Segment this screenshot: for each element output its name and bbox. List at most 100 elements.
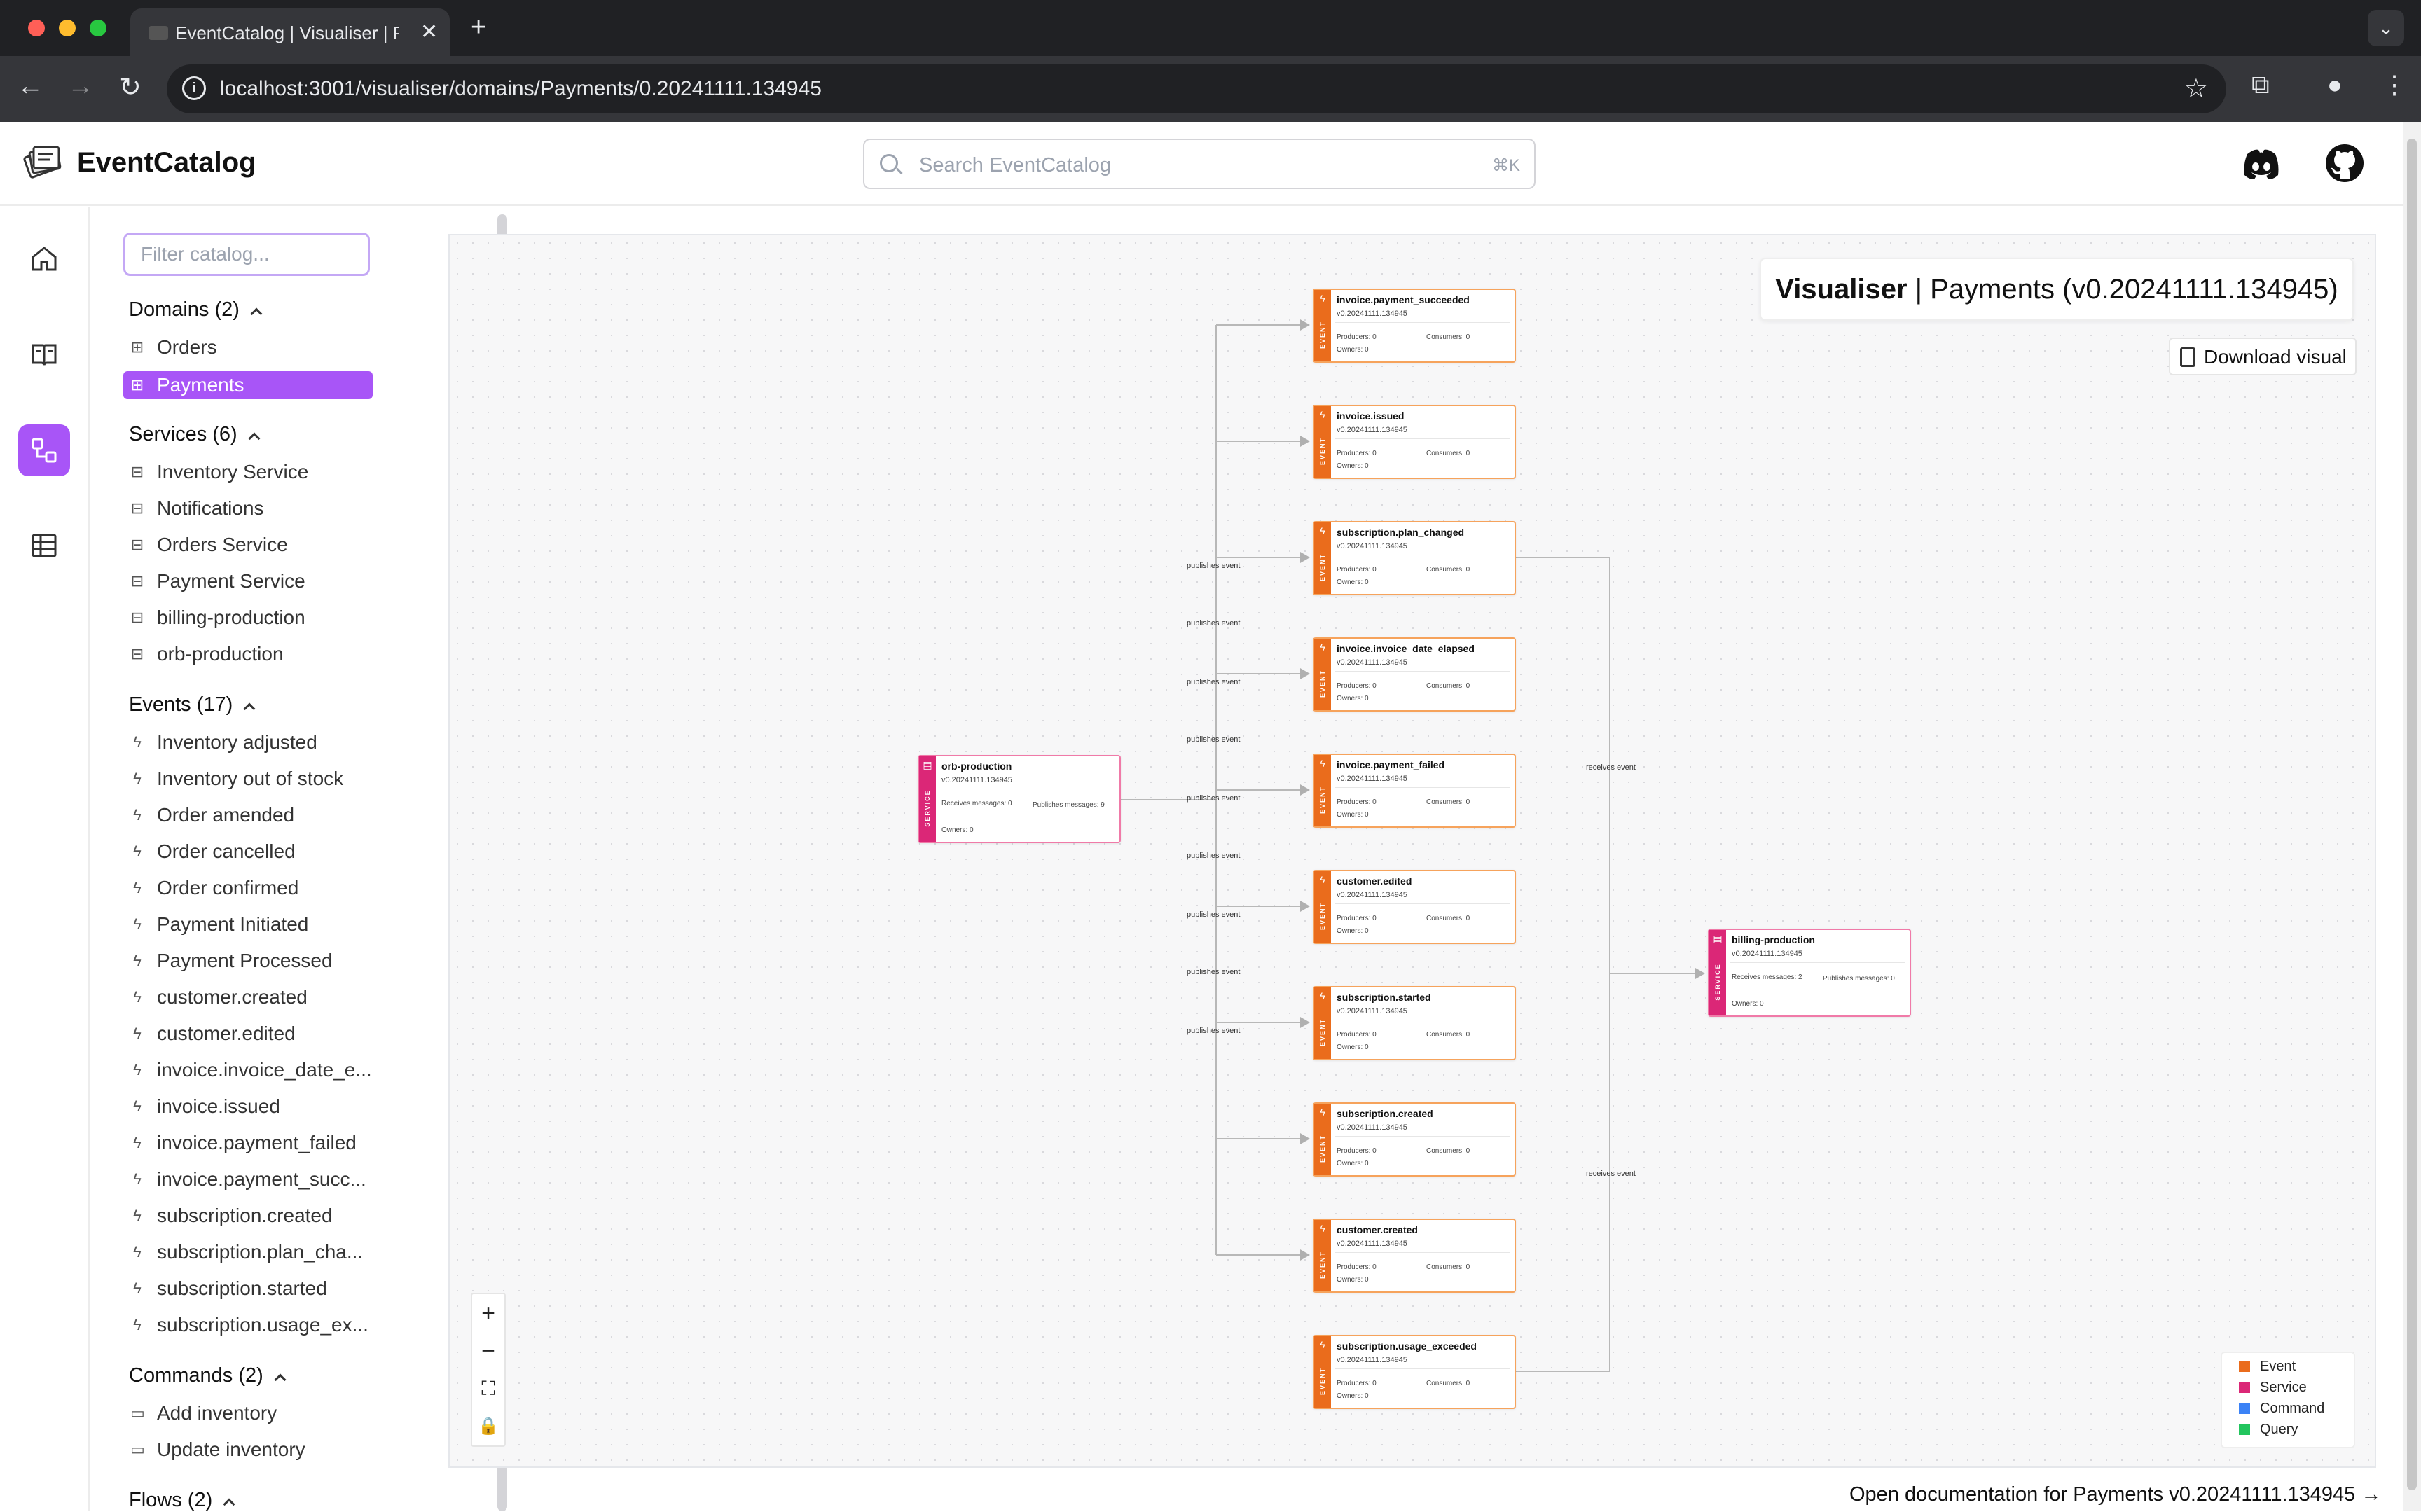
sidebar-item-command[interactable]: ▭Update inventory	[130, 1438, 305, 1460]
event-node-owners: Owners: 0	[1337, 1043, 1369, 1051]
tab-search-icon[interactable]: ⌄	[2368, 10, 2404, 46]
flows-section-header[interactable]: Flows (2)	[129, 1489, 235, 1512]
address-bar[interactable]: i localhost:3001/visualiser/domains/Paym…	[167, 64, 2226, 113]
docs-icon	[32, 344, 57, 366]
sidebar-item-orders-domain[interactable]: ⊞Orders	[130, 336, 217, 358]
service-icon: ⊟	[130, 645, 144, 663]
bolt-icon: ϟ	[1320, 1223, 1325, 1234]
address-url[interactable]: localhost:3001/visualiser/domains/Paymen…	[220, 77, 822, 100]
event-node-title: customer.created	[1337, 1224, 1418, 1235]
rail-docs-button[interactable]	[18, 328, 70, 380]
event-node-owners: Owners: 0	[1337, 927, 1369, 935]
back-arrow-icon[interactable]: ←	[17, 71, 43, 101]
sidebar-item-service[interactable]: ⊟orb-production	[130, 643, 284, 665]
eventcatalog-logo-icon[interactable]	[22, 141, 63, 182]
window-minimize-button[interactable]	[59, 20, 76, 36]
window-maximize-button[interactable]	[90, 20, 106, 36]
search-input[interactable]: Search EventCatalog ⌘K	[863, 139, 1536, 189]
reload-icon[interactable]: ↻	[119, 73, 142, 102]
home-icon	[32, 247, 57, 271]
event-bolt-icon: ϟ	[133, 879, 142, 896]
event-node-consumers: Consumers: 0	[1426, 1147, 1470, 1155]
new-tab-icon[interactable]: +	[471, 13, 487, 42]
bolt-icon: ϟ	[1320, 641, 1325, 653]
lock-icon[interactable]: 🔒	[478, 1417, 499, 1436]
sidebar-item-service[interactable]: ⊟Payment Service	[130, 570, 305, 592]
tab-close-icon[interactable]: ✕	[420, 20, 439, 43]
filter-catalog-input[interactable]	[123, 233, 370, 276]
browser-tab-active[interactable]: EventCatalog | Visualiser | Payments ✕	[130, 8, 450, 56]
commands-section-header[interactable]: Commands (2)	[129, 1364, 287, 1387]
extensions-icon[interactable]: ⧉	[2251, 70, 2270, 99]
sidebar-item-service[interactable]: ⊟Notifications	[130, 497, 264, 519]
github-icon[interactable]	[2324, 143, 2365, 183]
flow-edge	[1516, 557, 1610, 1372]
rail-home-button[interactable]	[18, 233, 70, 284]
domains-section-header[interactable]: Domains (2)	[129, 298, 263, 321]
brand-name[interactable]: EventCatalog	[77, 147, 256, 178]
profile-icon[interactable]: ●	[2327, 70, 2343, 99]
rail-table-button[interactable]	[18, 520, 70, 571]
edge-label-receives: receives event	[1586, 763, 1636, 772]
sidebar-item-payments-domain[interactable]: ⊞Payments	[123, 371, 373, 399]
event-node-consumers: Consumers: 0	[1426, 682, 1470, 690]
fit-view-icon[interactable]: ⛶	[481, 1378, 495, 1399]
sidebar-item-service[interactable]: ⊟Orders Service	[130, 534, 288, 555]
service-node-version: v0.20241111.134945	[1732, 950, 1802, 958]
events-section-header[interactable]: Events (17)	[129, 693, 256, 716]
sidebar-item-command[interactable]: ▭Add inventory	[130, 1402, 277, 1424]
zoom-in-icon[interactable]: +	[481, 1300, 495, 1326]
edge-arrowhead	[1300, 668, 1310, 679]
bookmark-star-icon[interactable]: ☆	[2184, 74, 2208, 104]
discord-icon[interactable]	[2242, 146, 2281, 182]
sidebar-item-service[interactable]: ⊟Inventory Service	[130, 461, 309, 483]
sidebar-item-service[interactable]: ⊟billing-production	[130, 606, 305, 628]
rail-visualiser-button[interactable]	[18, 424, 70, 476]
site-info-icon[interactable]: i	[182, 76, 206, 100]
service-node-title: orb-production	[942, 761, 1012, 772]
browser-menu-icon[interactable]: ⋮	[2382, 70, 2407, 99]
open-documentation-link[interactable]: Open documentation for Payments v0.20241…	[1849, 1483, 2382, 1506]
window-close-button[interactable]	[28, 20, 45, 36]
services-section-header[interactable]: Services (6)	[129, 423, 261, 446]
event-node-consumers: Consumers: 0	[1426, 798, 1470, 806]
forward-arrow-icon[interactable]: →	[67, 71, 94, 101]
zoom-out-icon[interactable]: −	[481, 1338, 495, 1364]
download-visual-button[interactable]: Download visual	[2169, 338, 2357, 375]
page-scrollbar[interactable]	[2403, 122, 2421, 1511]
bolt-icon: ϟ	[1320, 1339, 1325, 1350]
